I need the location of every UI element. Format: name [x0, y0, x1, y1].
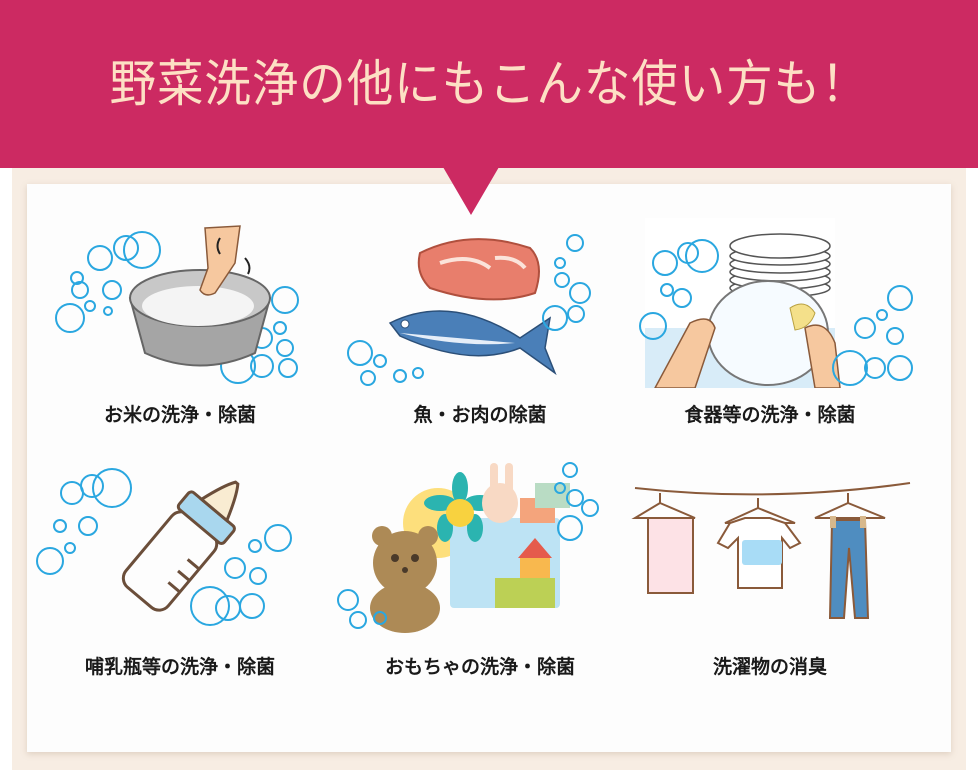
use-item-dishes: 食器等の洗浄・除菌	[620, 218, 920, 458]
header-banner: 野菜洗浄の他にもこんな使い方も！	[0, 0, 978, 168]
use-item-toys: おもちゃの洗浄・除菌	[330, 458, 630, 698]
baby-bottle-icon	[30, 458, 330, 648]
use-caption: 洗濯物の消臭	[712, 656, 827, 678]
rice-washing-icon	[30, 218, 330, 408]
use-item-rice: お米の洗浄・除菌	[30, 218, 330, 458]
use-item-fish-meat: 魚・お肉の除菌	[330, 218, 630, 458]
laundry-icon	[620, 458, 920, 648]
page-title: 野菜洗浄の他にもこんな使い方も！	[109, 55, 869, 113]
toys-icon	[330, 458, 630, 648]
use-caption: 食器等の洗浄・除菌	[684, 404, 856, 426]
fish-meat-icon	[330, 218, 630, 408]
speech-pointer	[443, 167, 499, 215]
use-caption: おもちゃの洗浄・除菌	[384, 656, 575, 678]
use-item-laundry: 洗濯物の消臭	[620, 458, 920, 698]
use-caption: 魚・お肉の除菌	[413, 404, 547, 426]
use-item-baby-bottle: 哺乳瓶等の洗浄・除菌	[30, 458, 330, 698]
dish-washing-icon	[620, 218, 920, 408]
use-caption: お米の洗浄・除菌	[103, 404, 256, 426]
use-caption: 哺乳瓶等の洗浄・除菌	[84, 656, 275, 678]
